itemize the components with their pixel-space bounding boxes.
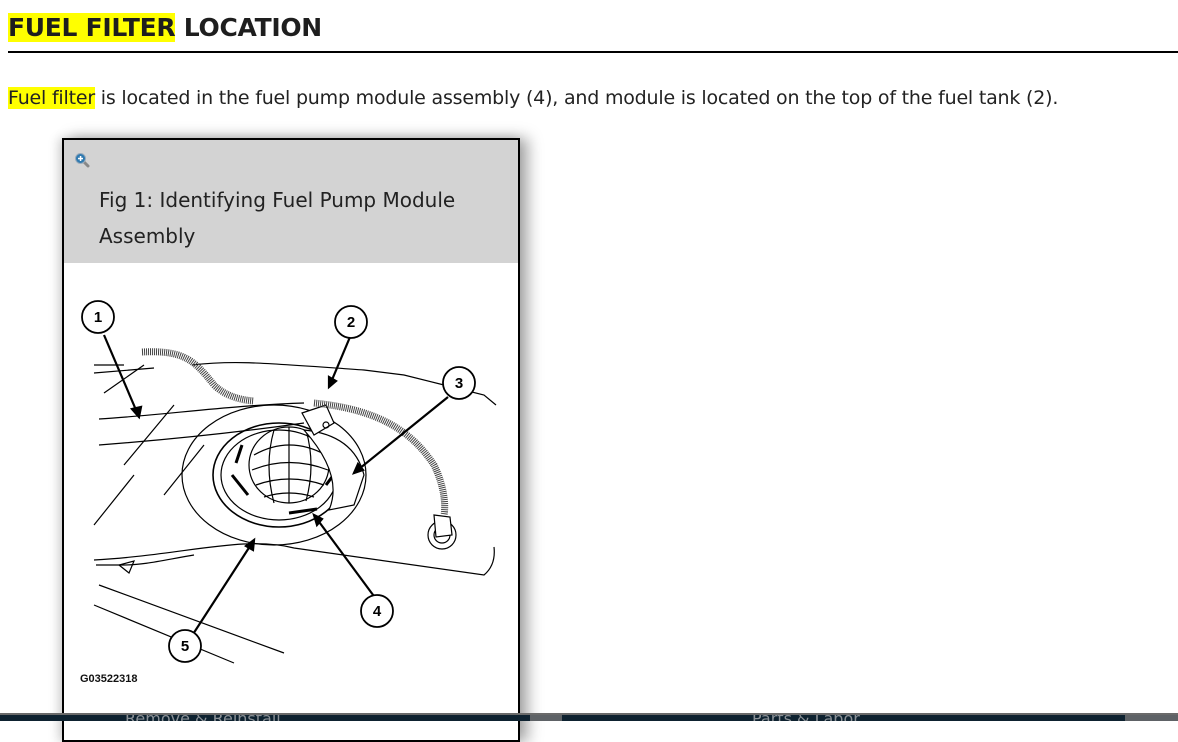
callout-5: 5 [181, 638, 189, 655]
scroll-block [530, 715, 562, 721]
title-highlight: FUEL FILTER [8, 13, 176, 42]
title-rest: LOCATION [175, 13, 323, 42]
figure-card: Fig 1: Identifying Fuel Pump Module Asse… [62, 138, 520, 742]
remove-reinstall-tab[interactable]: Remove & Reinstall [125, 715, 281, 721]
title-divider [8, 51, 1178, 53]
bottom-navigation-bar: Remove & Reinstall Parts & Labor [0, 713, 1178, 721]
fuel-pump-module-diagram[interactable]: 1 2 3 4 5 [64, 265, 518, 705]
callout-2: 2 [347, 314, 355, 331]
description-paragraph: Fuel filter is located in the fuel pump … [8, 84, 1058, 112]
callout-4: 4 [373, 603, 382, 620]
paragraph-text: is located in the fuel pump module assem… [94, 87, 1059, 109]
paragraph-highlight: Fuel filter [8, 87, 95, 109]
page-title: FUEL FILTER LOCATION [8, 10, 322, 46]
callout-3: 3 [455, 375, 463, 392]
zoom-in-icon[interactable] [74, 152, 90, 168]
figure-caption: Fig 1: Identifying Fuel Pump Module Asse… [99, 188, 456, 248]
scroll-block [1125, 715, 1178, 721]
parts-labor-tab[interactable]: Parts & Labor [752, 715, 860, 721]
callout-1: 1 [94, 309, 102, 326]
figure-header: Fig 1: Identifying Fuel Pump Module Asse… [64, 140, 518, 263]
figure-code: G03522318 [80, 673, 138, 685]
